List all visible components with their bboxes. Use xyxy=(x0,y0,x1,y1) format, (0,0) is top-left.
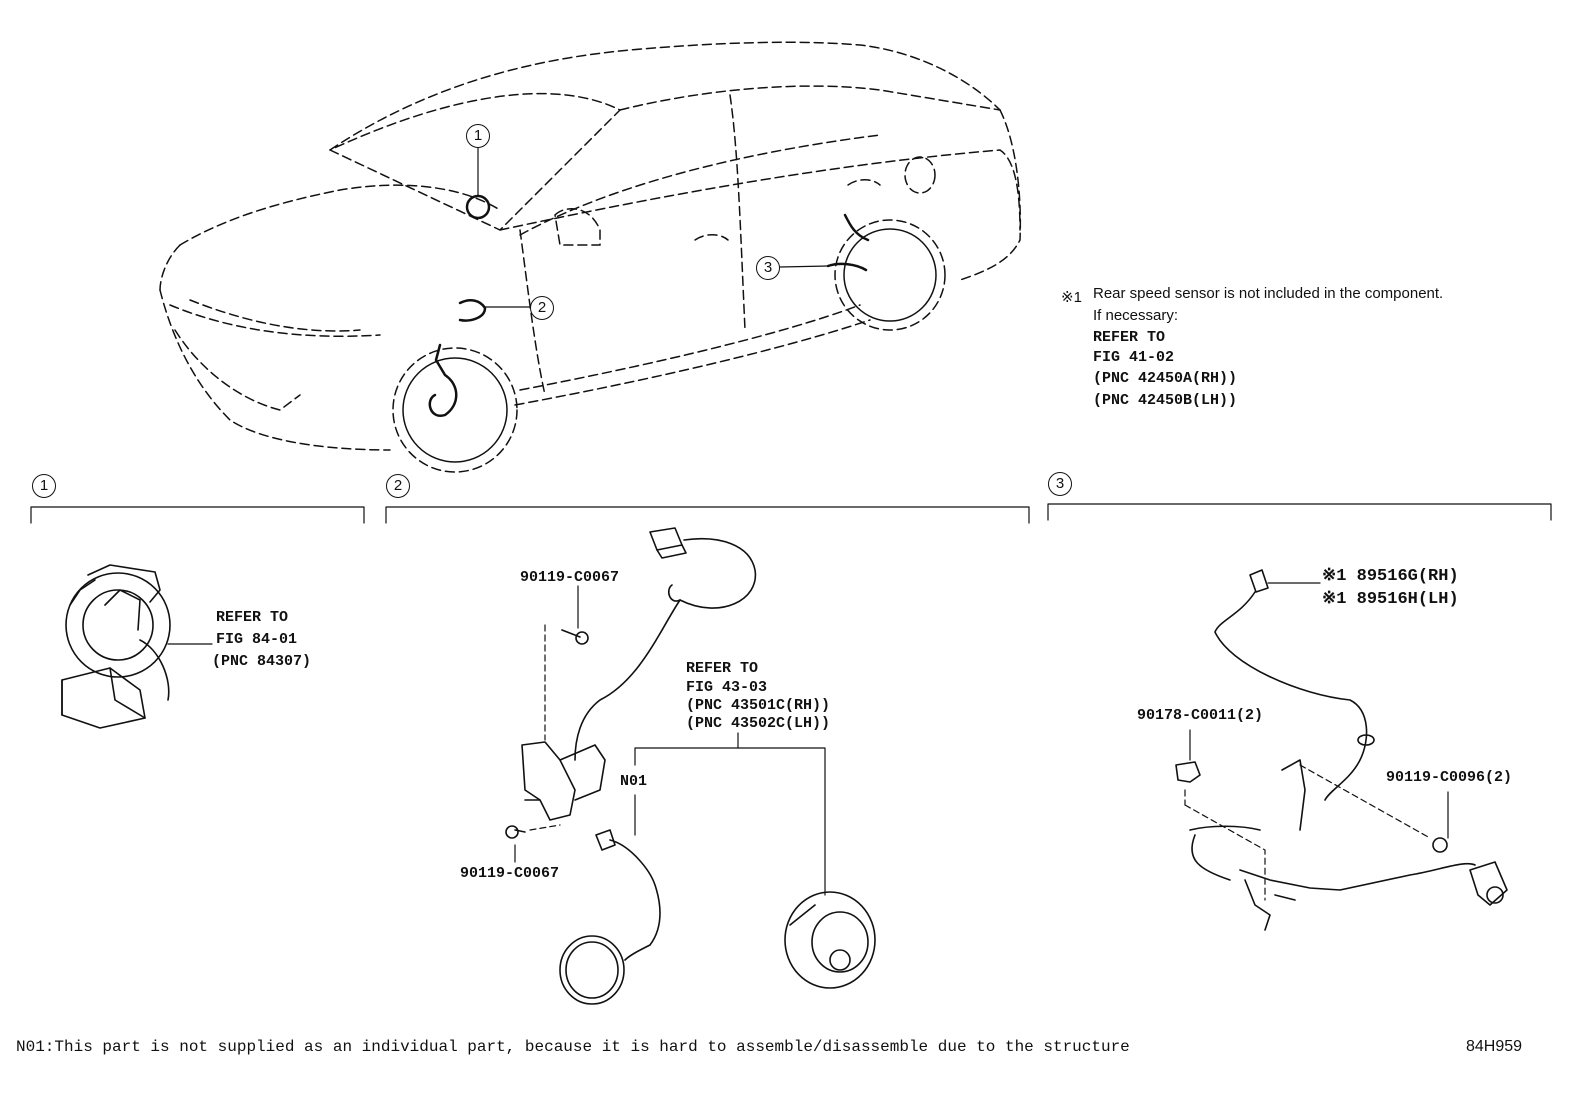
section1-refer: REFER TO xyxy=(216,609,289,626)
part-number-bolt-top: 90119-C0067 xyxy=(520,569,620,586)
section3-leaders xyxy=(1184,729,1449,901)
rear-speed-sensor-drawing xyxy=(1175,569,1508,931)
part-number-bolt: 90119-C0096(2) xyxy=(1386,769,1513,786)
section1-pnc: (PNC 84307) xyxy=(212,653,312,670)
section1-fig: FIG 84-01 xyxy=(216,631,298,648)
section2-pnc-rh: (PNC 43501C(RH)) xyxy=(686,697,831,714)
section2-fig: FIG 43-03 xyxy=(686,679,768,696)
section2-leaders xyxy=(514,585,826,896)
section2-refer: REFER TO xyxy=(686,660,759,677)
note-line-1: Rear speed sensor is not included in the… xyxy=(1093,285,1444,302)
footer-note: N01:This part is not supplied as an indi… xyxy=(16,1038,1130,1056)
figure-code: 84H959 xyxy=(1466,1038,1523,1055)
note-fig: FIG 41-02 xyxy=(1093,349,1175,366)
note-marker: ※1 xyxy=(1061,289,1082,306)
callout-2-car: 2 xyxy=(530,296,554,320)
car-illustration xyxy=(159,41,1022,451)
note-line-2: If necessary: xyxy=(1093,307,1179,324)
part-number-nut: 90178-C0011(2) xyxy=(1137,707,1264,724)
note-refer: REFER TO xyxy=(1093,329,1166,346)
callout-1-car: 1 xyxy=(466,124,490,148)
note-pnc-lh: (PNC 42450B(LH)) xyxy=(1093,392,1238,409)
part-number-bolt-bottom: 90119-C0067 xyxy=(460,865,560,882)
section-3-callout: 3 xyxy=(1048,472,1072,496)
n01-label: N01 xyxy=(620,773,648,790)
car-wheels xyxy=(392,219,946,473)
car-callout-leaders xyxy=(477,146,829,308)
car-part-highlights xyxy=(428,194,870,418)
note-pnc-rh: (PNC 42450A(RH)) xyxy=(1093,370,1238,387)
part-number-sensor-lh: ※1 89516H(LH) xyxy=(1322,590,1459,609)
front-speed-sensor-drawing xyxy=(505,527,876,1005)
spiral-cable-drawing xyxy=(61,564,213,729)
section-1-callout: 1 xyxy=(32,474,56,498)
section2-pnc-lh: (PNC 43502C(LH)) xyxy=(686,715,831,732)
section-brackets xyxy=(30,503,1552,524)
section-2-callout: 2 xyxy=(386,474,410,498)
part-number-sensor-rh: ※1 89516G(RH) xyxy=(1322,567,1459,586)
callout-3-car: 3 xyxy=(756,256,780,280)
